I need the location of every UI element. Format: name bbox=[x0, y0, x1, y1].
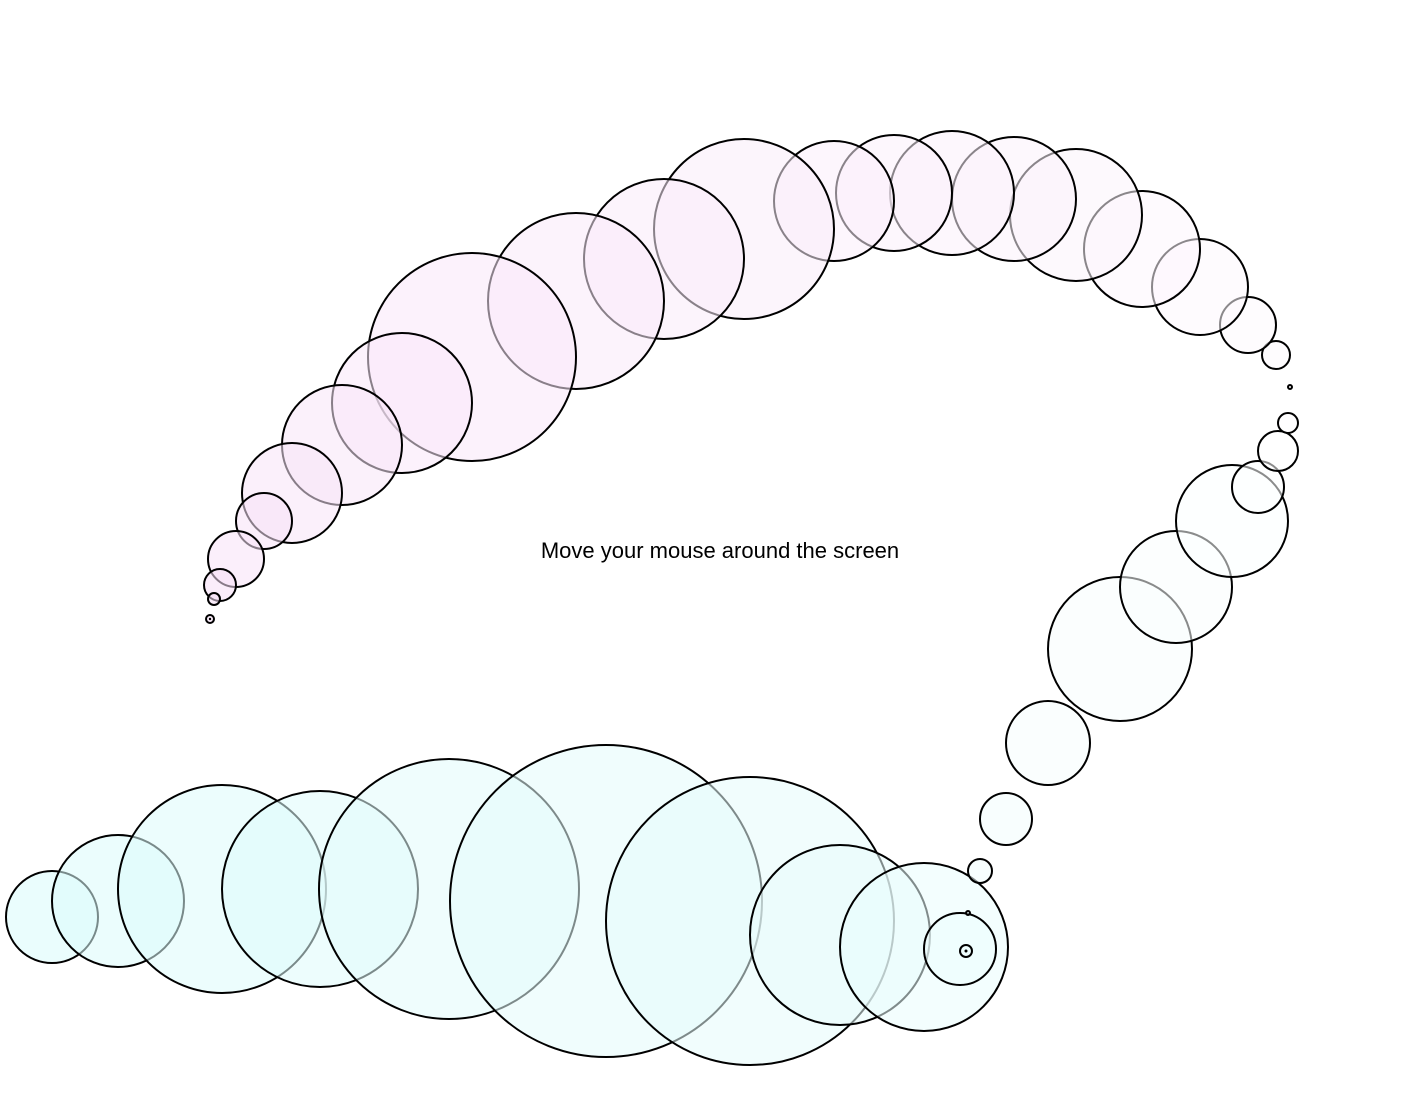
trail-dot bbox=[208, 617, 212, 621]
trail-bubble bbox=[1231, 460, 1285, 514]
trail-bubble bbox=[967, 858, 993, 884]
trail-dot bbox=[964, 949, 968, 953]
trail-bubble bbox=[1257, 430, 1299, 472]
trail-bubble bbox=[207, 592, 221, 606]
trail-bubble bbox=[1005, 700, 1091, 786]
trail-bubble bbox=[1261, 340, 1291, 370]
trail-bubble bbox=[979, 792, 1033, 846]
trail-bubble bbox=[965, 910, 971, 916]
trail-bubble bbox=[1277, 412, 1299, 434]
trail-bubble bbox=[1287, 384, 1293, 390]
